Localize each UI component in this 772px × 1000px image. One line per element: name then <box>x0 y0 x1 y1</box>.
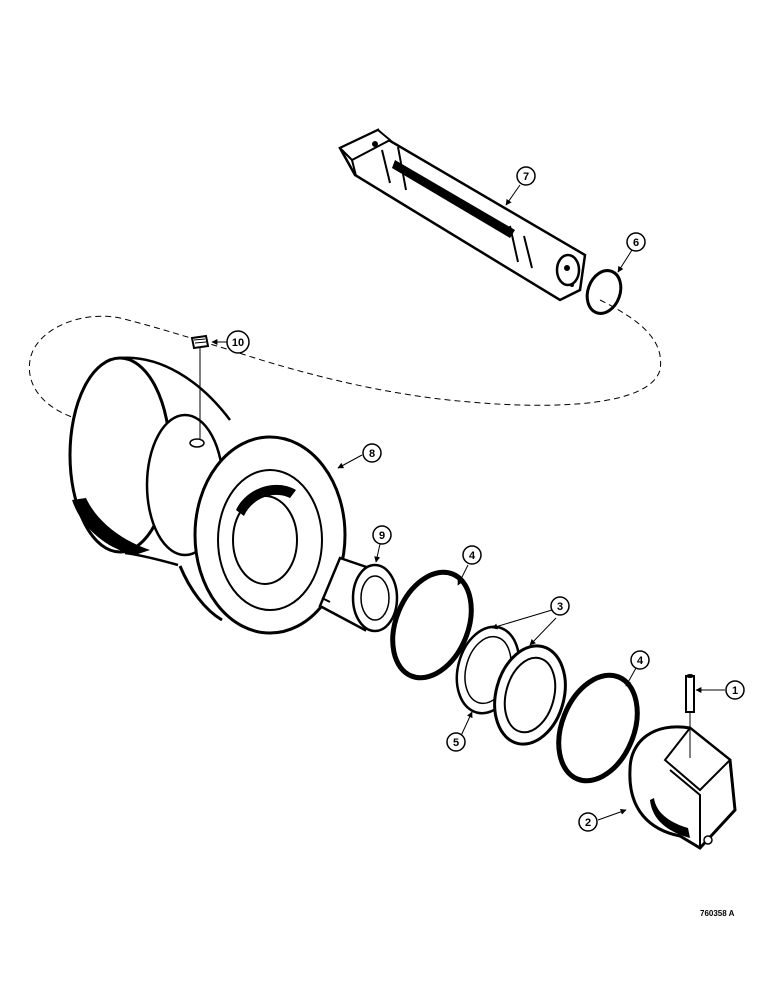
callout-2: 2 <box>578 812 598 832</box>
seal-assembly <box>455 625 567 746</box>
svg-text:4: 4 <box>469 550 476 562</box>
callout-6: 6 <box>626 232 646 252</box>
roller-shaft <box>338 128 587 302</box>
svg-text:2: 2 <box>585 817 591 829</box>
callout-9: 9 <box>372 525 392 545</box>
end-collar <box>628 725 737 850</box>
callout-10: 10 <box>226 330 250 354</box>
assembly-dash-loop <box>28 299 662 419</box>
leader-6 <box>617 249 633 273</box>
svg-text:3: 3 <box>557 601 563 613</box>
leader-7 <box>505 184 521 206</box>
roll-pin <box>685 674 695 758</box>
callout-4-upper: 4 <box>462 545 482 565</box>
leader-4b <box>625 667 637 687</box>
leader-8 <box>337 454 363 469</box>
svg-text:7: 7 <box>523 171 529 183</box>
shaft-o-ring <box>585 269 623 315</box>
seal-o-ring-upper <box>390 569 474 681</box>
track-roller <box>68 348 347 635</box>
callout-5: 5 <box>446 732 466 752</box>
svg-text:5: 5 <box>453 737 459 749</box>
svg-text:1: 1 <box>732 685 738 697</box>
svg-text:10: 10 <box>232 337 244 349</box>
svg-text:4: 4 <box>637 655 644 667</box>
fill-plug <box>190 334 210 350</box>
leader-9 <box>374 543 381 563</box>
figure-id: 760358 A <box>700 909 735 918</box>
callout-1: 1 <box>725 680 745 700</box>
bushing <box>318 556 399 633</box>
svg-text:6: 6 <box>633 237 639 249</box>
callout-3: 3 <box>550 596 570 616</box>
callout-8: 8 <box>362 443 382 463</box>
leader-4a <box>457 564 469 586</box>
leader-5 <box>459 711 473 739</box>
leader-3b <box>529 617 557 646</box>
svg-text:9: 9 <box>379 530 385 542</box>
seal-o-ring-lower <box>556 672 640 784</box>
callout-4-lower: 4 <box>630 650 650 670</box>
svg-text:8: 8 <box>369 448 375 460</box>
leader-3a <box>491 609 553 630</box>
leader-2 <box>597 808 627 821</box>
callout-7: 7 <box>516 166 536 186</box>
